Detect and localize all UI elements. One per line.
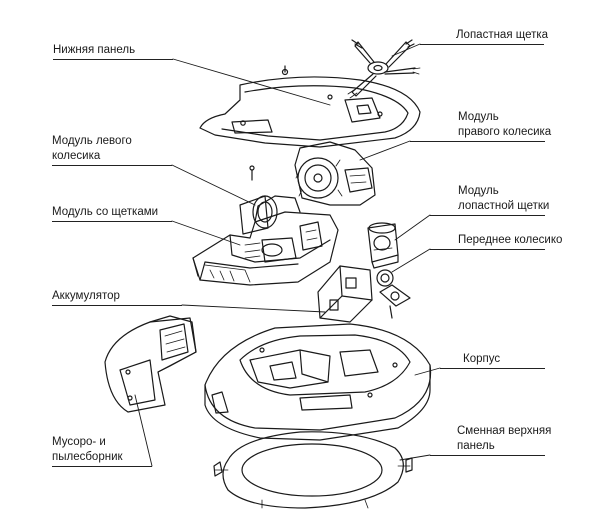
underline-dustbin xyxy=(52,466,152,467)
label-left-wheel-line2: колесика xyxy=(52,150,101,162)
leader-lines xyxy=(134,43,441,467)
side-brush-part xyxy=(347,39,421,99)
label-brush-module: Модуль со щетками xyxy=(52,206,159,218)
label-dustbin-line2: пылесборник xyxy=(52,451,123,463)
label-battery: Аккумулятор xyxy=(52,290,120,302)
brush-module-part xyxy=(192,195,339,286)
underline-right-wheel xyxy=(410,141,545,142)
label-top-panel-line2: панель xyxy=(457,440,495,452)
battery-part xyxy=(317,265,373,323)
label-right-wheel-line1: Модуль xyxy=(458,111,499,123)
underline-bottom-panel xyxy=(53,59,173,60)
underline-left-wheel xyxy=(52,165,172,166)
underline-brush-module xyxy=(52,221,172,222)
top-panel-part xyxy=(213,431,413,509)
label-left-wheel-line1: Модуль левого xyxy=(52,135,132,147)
underline-body xyxy=(440,368,545,369)
underline-battery xyxy=(52,305,182,306)
underline-front-wheel xyxy=(430,249,545,250)
label-side-brush-module-line1: Модуль xyxy=(458,185,499,197)
label-front-wheel: Переднее колесико xyxy=(458,234,563,246)
bottom-panel-part xyxy=(199,65,421,148)
side-brush-module-part xyxy=(367,222,399,269)
right-wheel-module-part xyxy=(249,141,376,206)
underline-side-brush-module xyxy=(430,215,545,216)
label-bottom-panel: Нижняя панель xyxy=(53,44,136,56)
label-dustbin-line1: Мусоро- и xyxy=(52,436,106,448)
label-body: Корпус xyxy=(463,353,501,365)
body-part xyxy=(204,323,432,441)
label-side-brush: Лопастная щетка xyxy=(456,29,549,41)
dustbin-part xyxy=(104,315,197,413)
underline-side-brush xyxy=(420,44,544,45)
front-wheel-part xyxy=(376,269,411,319)
label-side-brush-module-line2: лопастной щетки xyxy=(458,200,550,212)
underline-top-panel xyxy=(430,455,545,456)
label-top-panel-line1: Сменная верхняя xyxy=(457,425,552,437)
label-right-wheel-line2: правого колесика xyxy=(458,126,552,138)
